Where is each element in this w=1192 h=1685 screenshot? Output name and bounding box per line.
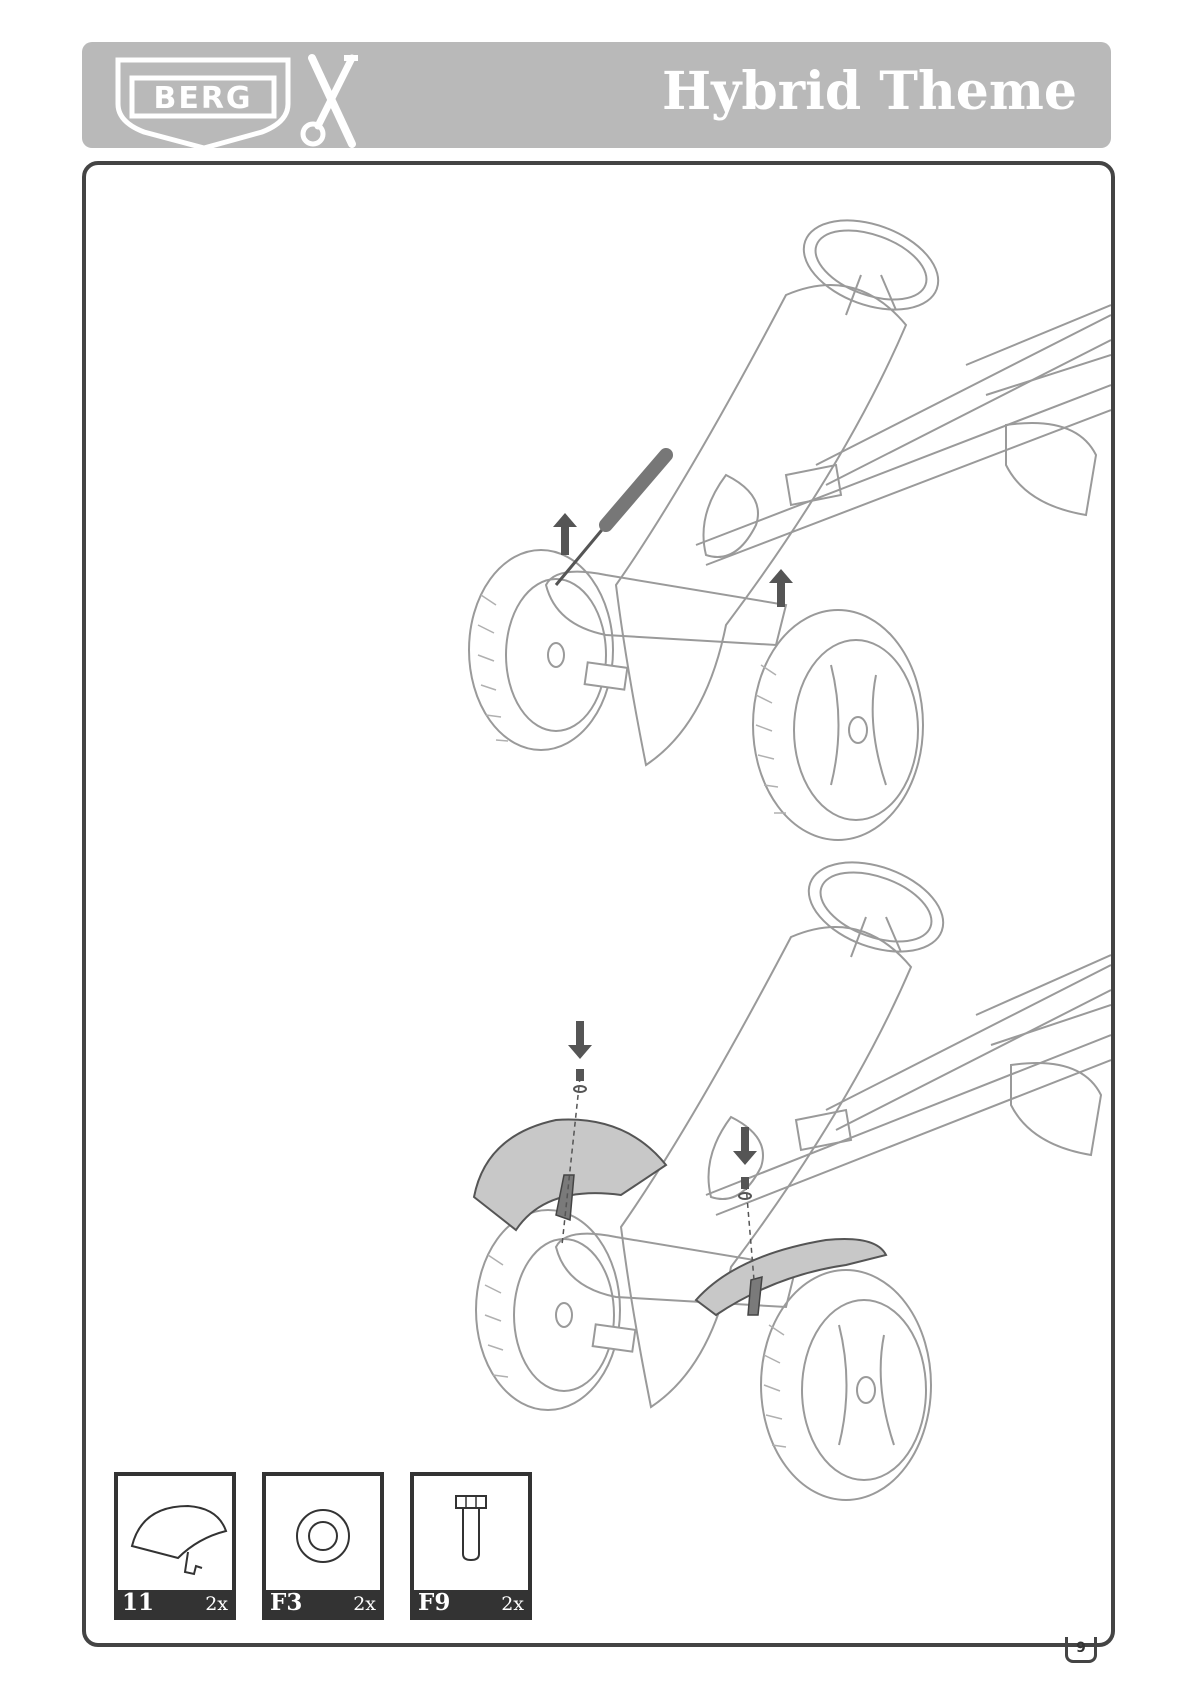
instruction-panel: 11 2x F3 2x F9 2x — [82, 161, 1115, 1647]
washer-icon — [266, 1476, 380, 1590]
part-card-f9: F9 2x — [410, 1472, 532, 1620]
fender-icon — [118, 1476, 232, 1590]
part-footer: F9 2x — [414, 1590, 528, 1616]
page-title: Hybrid Theme — [662, 62, 1077, 122]
page-number: 9 — [1065, 1637, 1097, 1663]
part-qty: 2x — [501, 1591, 524, 1617]
part-footer: 11 2x — [118, 1590, 232, 1616]
logo-text: BERG — [153, 81, 252, 116]
part-id: F9 — [418, 1589, 450, 1617]
part-id: F3 — [270, 1589, 302, 1617]
bolt-icon — [414, 1476, 528, 1590]
go-kart-mount-fenders-illustration — [86, 815, 1111, 1555]
part-qty: 2x — [353, 1591, 376, 1617]
page-header: BERG Hybrid Theme — [82, 42, 1111, 148]
wrench-screwdriver-icon — [303, 58, 358, 144]
part-qty: 2x — [205, 1591, 228, 1617]
part-footer: F3 2x — [266, 1590, 380, 1616]
part-id: 11 — [122, 1589, 154, 1617]
part-card-f3: F3 2x — [262, 1472, 384, 1620]
go-kart-remove-caps-illustration — [86, 165, 1111, 885]
part-card-11: 11 2x — [114, 1472, 236, 1620]
berg-logo: BERG — [112, 52, 362, 148]
